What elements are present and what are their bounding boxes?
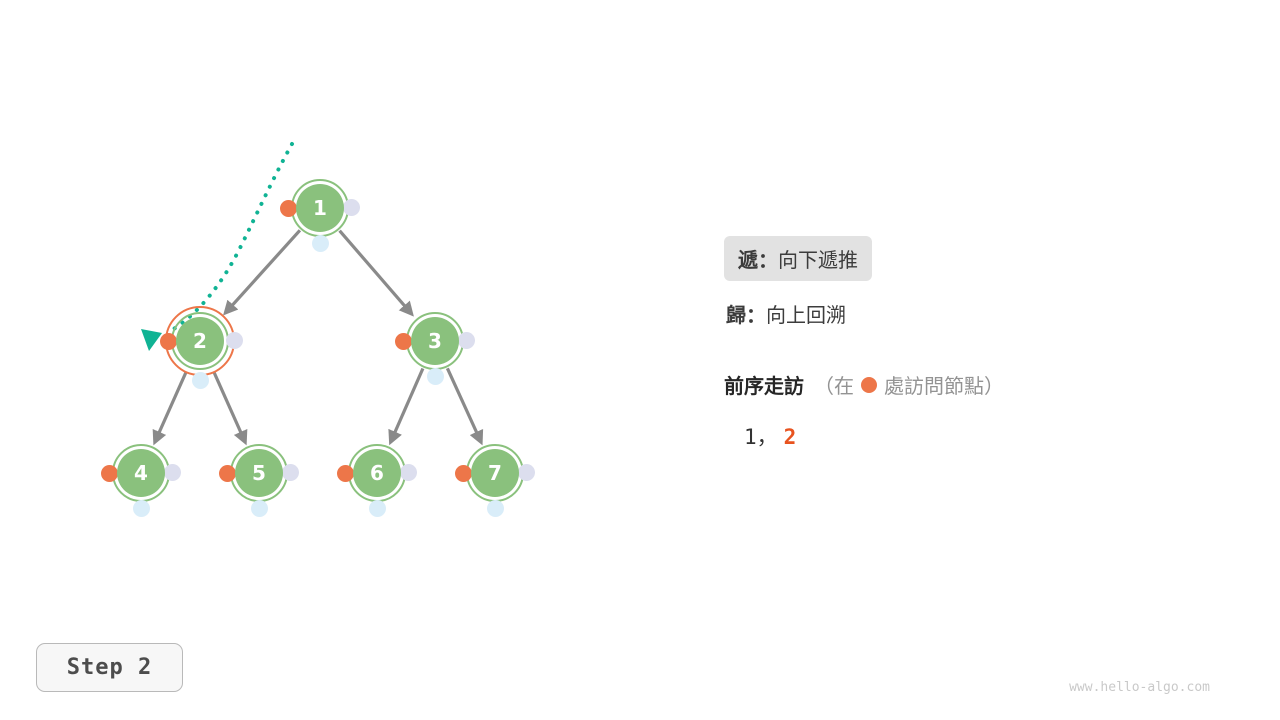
preorder-dot-icon (280, 200, 297, 217)
node-value: 6 (370, 461, 384, 485)
step-badge: Step 2 (36, 643, 183, 692)
inorder-dot-icon (458, 332, 475, 349)
node-value: 2 (193, 329, 207, 353)
postorder-dot-icon (312, 235, 329, 252)
traversal-paren-close: 處訪問節點） (884, 376, 1004, 398)
postorder-dot-icon (369, 500, 386, 517)
edge-3-6 (388, 367, 425, 446)
tree-edges (152, 229, 484, 446)
recursion-trace-path (170, 142, 294, 332)
preorder-dot-icon (395, 333, 412, 350)
edge-3-7 (445, 367, 484, 446)
traversal-line: 前序走訪 （在 處訪問節點） (724, 370, 1004, 399)
node-circle: 3 (411, 317, 459, 365)
node-value: 1 (313, 196, 327, 220)
postorder-dot-icon (427, 368, 444, 385)
current-value: 2 (783, 425, 797, 449)
inorder-dot-icon (282, 464, 299, 481)
recurse-prefix: 遞： (738, 250, 778, 272)
step-label: Step 2 (66, 655, 153, 680)
node-circle: 5 (235, 449, 283, 497)
preorder-dot-icon (160, 333, 177, 350)
watermark: www.hello-algo.com (1069, 680, 1210, 695)
trace-arrowhead-icon (141, 329, 162, 351)
postorder-dot-icon (133, 500, 150, 517)
visit-marker-icon (861, 376, 877, 393)
inorder-dot-icon (400, 464, 417, 481)
traversal-paren-open: （在 (814, 376, 854, 398)
node-value: 5 (252, 461, 266, 485)
postorder-dot-icon (251, 500, 268, 517)
node-value: 4 (134, 461, 148, 485)
postorder-dot-icon (487, 500, 504, 517)
edge-2-5 (212, 371, 248, 446)
inorder-dot-icon (518, 464, 535, 481)
inorder-dot-icon (164, 464, 181, 481)
preorder-dot-icon (101, 465, 118, 482)
preorder-dot-icon (455, 465, 472, 482)
traversal-title: 前序走訪 (724, 376, 804, 398)
return-line: 歸：向上回溯 (724, 299, 1004, 328)
node-value: 7 (488, 461, 502, 485)
return-prefix: 歸： (726, 305, 766, 327)
preorder-dot-icon (337, 465, 354, 482)
node-circle: 1 (296, 184, 344, 232)
visited-values: 1， (744, 425, 778, 449)
legend-panel: 遞：向下遞推 歸：向上回溯 前序走訪 （在 處訪問節點） 1，2 (724, 236, 1004, 451)
postorder-dot-icon (192, 372, 209, 389)
inorder-dot-icon (343, 199, 360, 216)
return-label: 向上回溯 (766, 305, 846, 327)
node-circle: 7 (471, 449, 519, 497)
node-circle: 6 (353, 449, 401, 497)
node-circle: 2 (176, 317, 224, 365)
edge-1-2 (223, 229, 302, 316)
recurse-label: 向下遞推 (778, 250, 858, 272)
visit-sequence: 1，2 (724, 421, 1004, 451)
recurse-badge: 遞：向下遞推 (724, 236, 872, 281)
preorder-dot-icon (219, 465, 236, 482)
node-value: 3 (428, 329, 442, 353)
node-circle: 4 (117, 449, 165, 497)
edge-1-3 (338, 229, 414, 317)
inorder-dot-icon (226, 332, 243, 349)
edge-2-4 (152, 371, 188, 446)
